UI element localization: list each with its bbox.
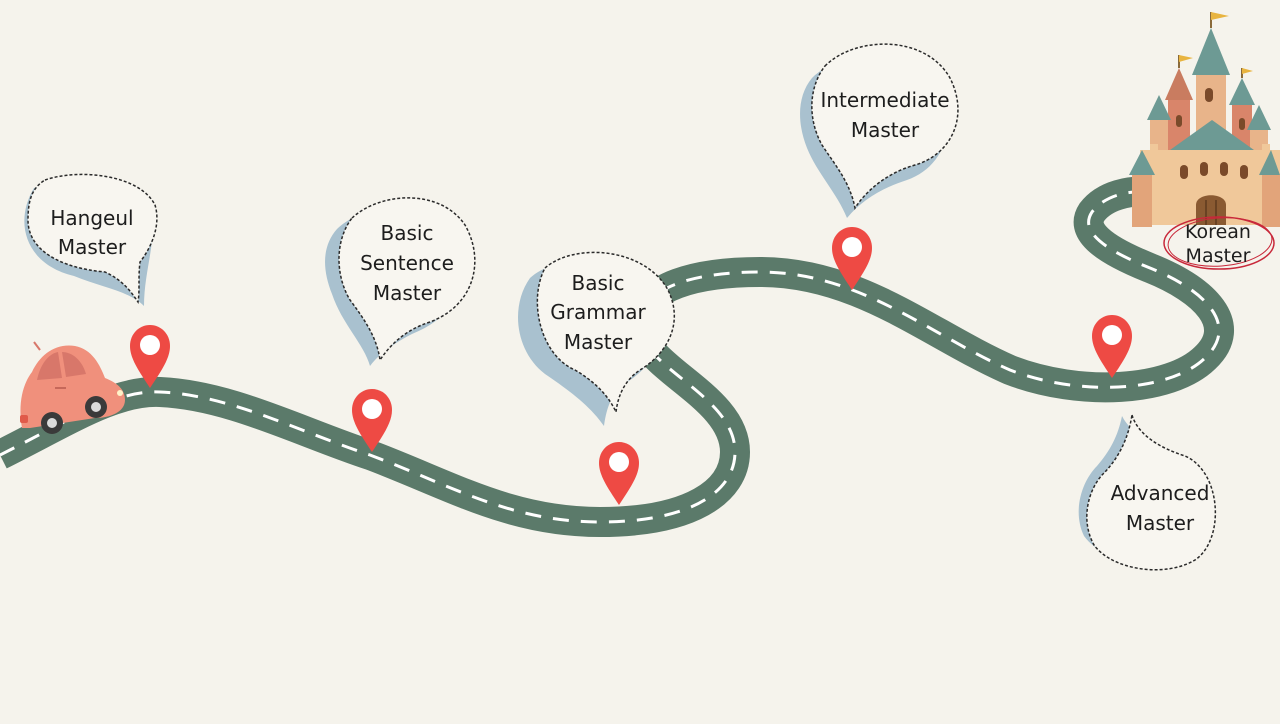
goal-highlight-circle: [1163, 216, 1275, 270]
map-pin-icon[interactable]: [1092, 315, 1132, 378]
milestone-label-line: Intermediate: [820, 88, 949, 112]
milestone-label-line: Hangeul: [50, 206, 133, 230]
goal-highlight-circle-stroke: [1167, 217, 1273, 267]
castle-icon: [1129, 12, 1280, 227]
milestone-label-line: Master: [58, 235, 127, 259]
milestone-label-line: Advanced: [1111, 481, 1210, 505]
milestone-bubble-hangeul[interactable]: Hangeul Master: [24, 173, 158, 306]
milestone-label-line: Grammar: [550, 300, 646, 324]
car-icon[interactable]: [20, 341, 125, 434]
milestone-label-line: Master: [373, 281, 442, 305]
milestone-label-line: Basic: [381, 221, 434, 245]
milestone-label-line: Master: [1126, 511, 1195, 535]
milestone-bubble-basic-grammar[interactable]: Basic Grammar Master: [518, 251, 676, 426]
milestone-label-line: Master: [851, 118, 920, 142]
goal-label-line: Master: [1186, 245, 1251, 267]
goal-label-line: Korean: [1185, 221, 1251, 243]
milestone-bubble-basic-sentence[interactable]: Basic Sentence Master: [325, 197, 476, 366]
milestone-bubble-intermediate[interactable]: Intermediate Master: [800, 43, 959, 218]
milestone-label-line: Sentence: [360, 251, 454, 275]
milestone-label-line: Master: [564, 330, 633, 354]
goal-label[interactable]: Korean Master: [1163, 214, 1275, 270]
milestone-bubble-advanced[interactable]: Advanced Master: [1078, 414, 1217, 571]
map-pin-icon[interactable]: [599, 442, 639, 505]
milestone-label-line: Basic: [572, 271, 625, 295]
